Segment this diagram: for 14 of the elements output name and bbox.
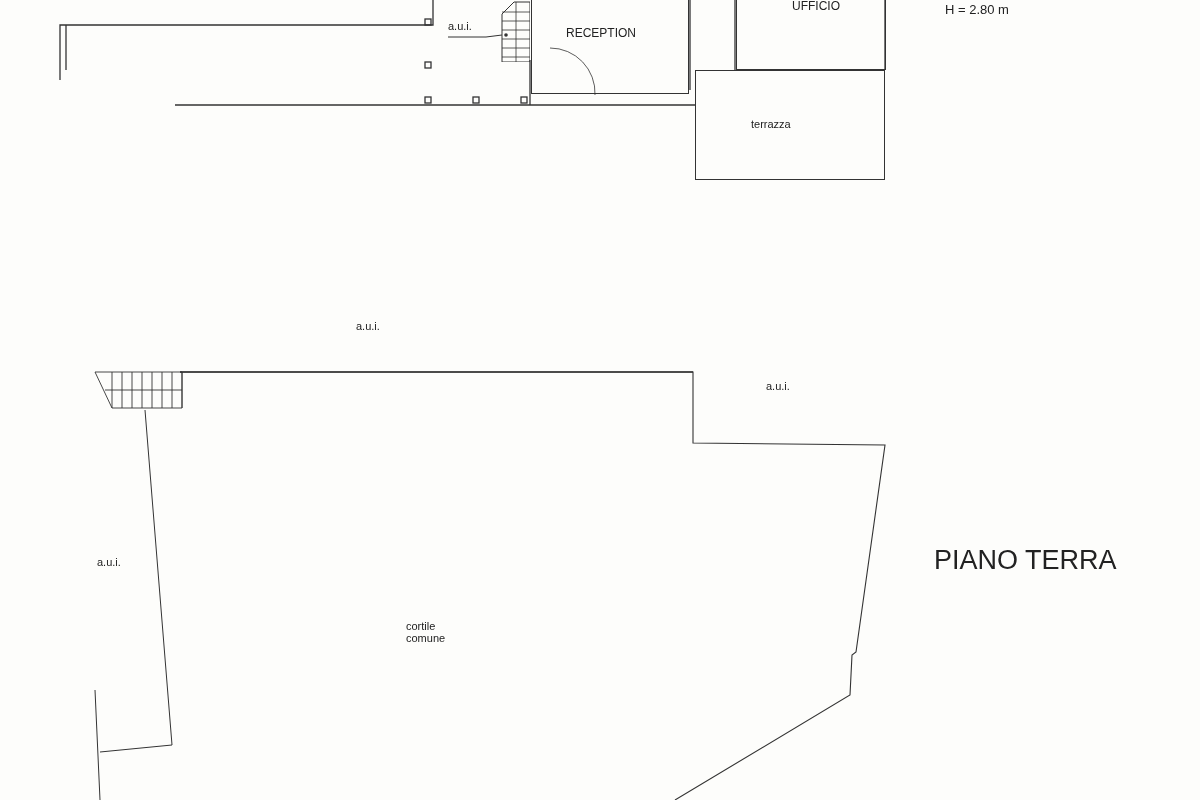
height-note: H = 2.80 m (945, 2, 1009, 17)
area-label: cortile comune (406, 620, 447, 644)
room-label: UFFICIO (792, 0, 840, 13)
unit-label: a.u.i. (448, 20, 472, 32)
leader-line (447, 34, 503, 38)
reception-room (531, 0, 689, 94)
terrace (695, 70, 885, 180)
unit-label: a.u.i. (97, 556, 121, 568)
unit-label: a.u.i. (766, 380, 790, 392)
office-room (736, 0, 886, 70)
room-label: terrazza (751, 118, 791, 130)
room-label: RECEPTION (566, 26, 636, 40)
floor-title: PIANO TERRA (934, 545, 1117, 576)
unit-label: a.u.i. (356, 320, 380, 332)
